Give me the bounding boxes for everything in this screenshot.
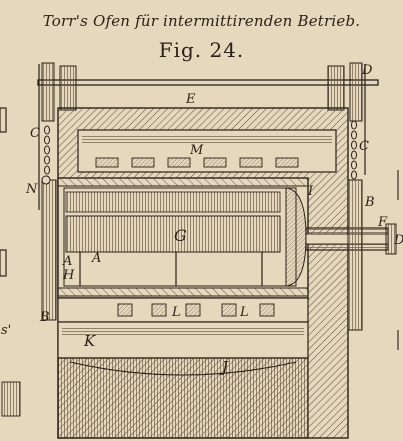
retort-bottom-plate (57, 287, 309, 297)
label-J: J (219, 358, 229, 376)
flue-openings-M (95, 157, 299, 168)
figure-number: Fig. 24. (158, 38, 245, 62)
label-D: D (361, 63, 373, 78)
upper-chamber-lining (82, 134, 332, 144)
outlet-pipe-F (305, 223, 397, 255)
label-G: G (174, 226, 187, 245)
label-I: I (307, 184, 314, 199)
left-margin-fragments (0, 107, 21, 417)
left-frame (41, 175, 57, 321)
grate-arch (69, 361, 297, 376)
label-A-upper: A (62, 254, 72, 269)
firebox-lining (62, 326, 304, 336)
label-margin-D: D (393, 233, 403, 248)
label-C-right: C (359, 139, 369, 154)
charge-block-G (65, 215, 281, 253)
label-F: F (377, 215, 388, 230)
retort-top-plate (57, 177, 309, 187)
label-B-right: B (364, 195, 375, 210)
figure-title: Torr's Ofen für intermittirenden Betrieb… (42, 12, 361, 30)
label-K: K (83, 332, 96, 350)
label-M: M (189, 143, 204, 158)
label-L-right: L (239, 305, 249, 320)
label-N: N (25, 182, 38, 197)
label-L-left: L (171, 305, 181, 320)
label-C-left: C (30, 126, 40, 141)
charge-top-layer (65, 191, 281, 213)
chain-left (44, 125, 50, 185)
chain-right (351, 120, 357, 180)
right-tube-B (347, 179, 363, 331)
ash-pit-J (57, 357, 309, 439)
support-rods (79, 252, 263, 286)
top-shaft (37, 62, 379, 210)
label-H: H (62, 268, 75, 283)
label-E: E (185, 92, 196, 107)
label-margin-s: s' (1, 323, 11, 338)
label-B-left: B (39, 310, 50, 325)
label-A-lower: A (91, 251, 101, 266)
flue-openings-L (117, 303, 275, 317)
